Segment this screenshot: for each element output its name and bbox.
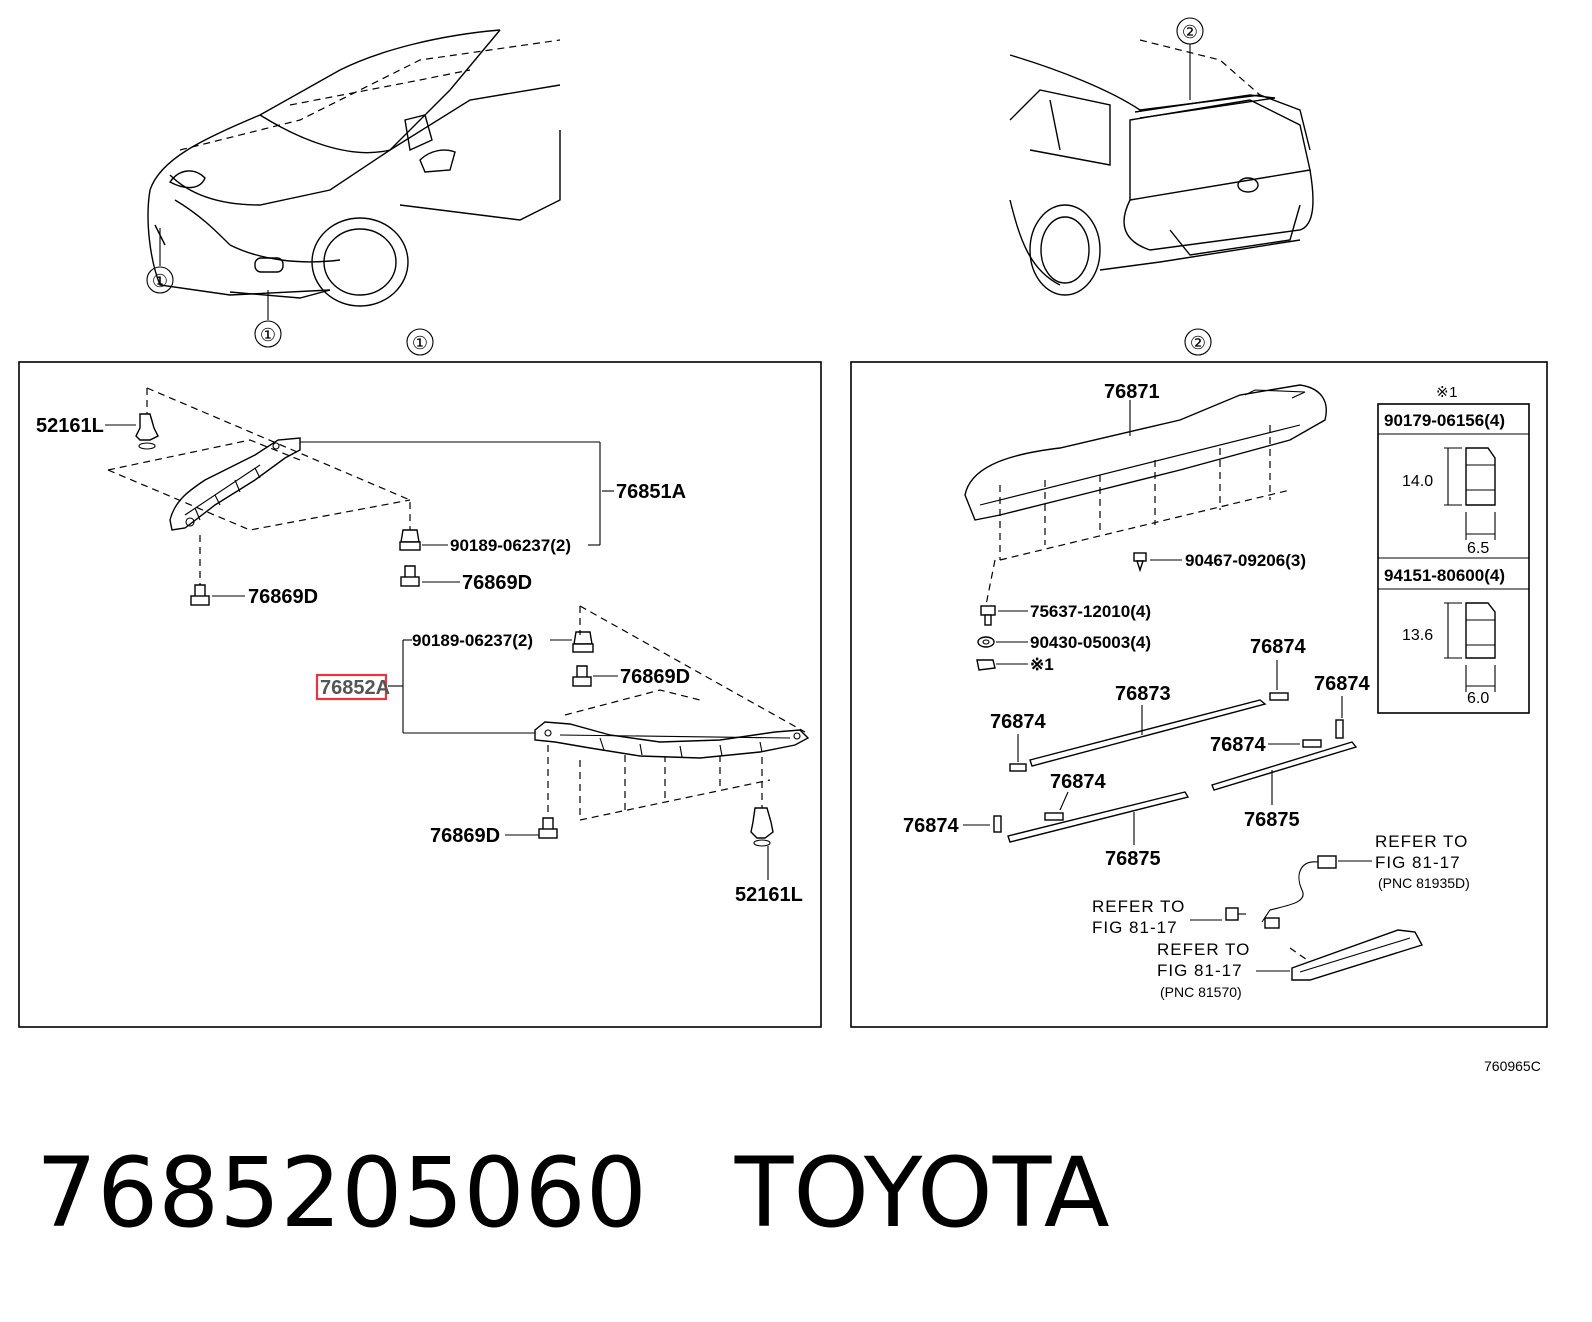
upper-bracket-76851A — [169, 437, 301, 531]
part-caption: 7685205060 TOYOTA — [36, 1138, 1198, 1248]
label-76871: 76871 — [1104, 381, 1160, 403]
callout-1-front-a: ① — [146, 228, 174, 294]
inset-nut2-width: 6.0 — [1467, 690, 1489, 707]
label-76869D-a: 76869D — [248, 586, 318, 608]
front-car-illustration — [147, 29, 561, 307]
label-76874-1: 76874 — [1250, 636, 1306, 658]
spoiler-76871 — [964, 384, 1327, 521]
stud-75637-12010 — [980, 605, 996, 626]
ref-a-line3: (PNC 81935D) — [1378, 875, 1470, 891]
label-75637-12010: 75637-12010(4) — [1030, 602, 1151, 621]
ref-a-line2: FIG 81-17 — [1375, 853, 1461, 872]
screw-76869D-b — [400, 565, 420, 587]
svg-text:②: ② — [1182, 22, 1198, 42]
ref-b-line2: FIG 81-17 — [1092, 918, 1178, 937]
pad-76874-5 — [1044, 812, 1064, 821]
callout-2-rear: ② — [1176, 17, 1204, 100]
molding-76873 — [1029, 699, 1267, 767]
panel-2-frame — [850, 361, 1548, 1028]
screw-90467-09206 — [1133, 552, 1147, 573]
wire-harness — [1261, 855, 1337, 929]
label-76875-right: 76875 — [1244, 809, 1300, 831]
inset-nut1-height: 14.0 — [1402, 473, 1433, 490]
stop-lamp — [1289, 929, 1424, 981]
inset-nut2-part: 94151-80600(4) — [1384, 566, 1505, 585]
label-76874-4: 76874 — [1210, 734, 1266, 756]
inset-mark: ※1 — [1436, 384, 1458, 401]
label-76851A: 76851A — [616, 481, 686, 503]
label-76875-left: 76875 — [1105, 848, 1161, 870]
callout-1-front-b: ① — [254, 290, 282, 348]
figure-code: 760965C — [1484, 1058, 1541, 1074]
pad-76874-3 — [1009, 763, 1027, 772]
nut-90189-06237-b — [572, 631, 594, 653]
lower-bracket-76852A — [534, 721, 810, 759]
label-76869D-d: 76869D — [430, 825, 500, 847]
label-90467-09206: 90467-09206(3) — [1185, 551, 1306, 570]
panel-1-callout: ① — [406, 328, 434, 356]
nut-90189-06237-a — [399, 529, 421, 551]
inset-nut1-drawing — [1444, 447, 1496, 540]
label-90189-06237-a: 90189-06237(2) — [450, 536, 571, 555]
rear-car-illustration — [1009, 39, 1314, 296]
molding-76875-right — [1211, 741, 1358, 791]
inset-nut2-height: 13.6 — [1402, 627, 1433, 644]
label-76869D-c: 76869D — [620, 666, 690, 688]
part-number: 7685205060 — [36, 1137, 647, 1249]
ref-c-line1: REFER TO — [1157, 940, 1250, 959]
clip-52161L-top — [135, 413, 159, 450]
clip-52161L-bottom — [750, 807, 774, 847]
brand-name: TOYOTA — [734, 1137, 1110, 1249]
highlight-76852A: 76852A — [315, 673, 390, 701]
panel-1-frame — [18, 361, 822, 1028]
label-76852A: 76852A — [320, 677, 390, 699]
inset-nut1-part: 90179-06156(4) — [1384, 411, 1505, 430]
label-52161L-bottom: 52161L — [735, 884, 803, 906]
label-90430-05003: 90430-05003(4) — [1030, 633, 1151, 652]
label-90189-06237-b: 90189-06237(2) — [412, 631, 533, 650]
inset-nut2-drawing — [1444, 602, 1496, 692]
ref-c-line2: FIG 81-17 — [1157, 961, 1243, 980]
label-76874-6: 76874 — [903, 815, 959, 837]
nut-mark-1 — [976, 659, 996, 671]
molding-76875-left — [1007, 791, 1190, 843]
label-76874-3: 76874 — [990, 711, 1046, 733]
label-76873: 76873 — [1115, 683, 1171, 705]
ref-c-line3: (PNC 81570) — [1160, 984, 1242, 1000]
bulb-socket — [1225, 907, 1246, 921]
screw-76869D-d — [538, 817, 558, 839]
screw-76869D-a — [190, 584, 210, 606]
svg-text:①: ① — [412, 333, 428, 353]
washer-90430-05003 — [977, 636, 995, 648]
pad-76874-1 — [1269, 692, 1289, 701]
label-76874-2: 76874 — [1314, 673, 1370, 695]
label-52161L-top: 52161L — [36, 415, 104, 437]
svg-text:①: ① — [152, 271, 168, 291]
svg-text:①: ① — [260, 325, 276, 345]
label-76874-5: 76874 — [1050, 771, 1106, 793]
pad-76874-2 — [1335, 719, 1344, 739]
label-76869D-b: 76869D — [462, 572, 532, 594]
screw-76869D-c — [572, 665, 592, 687]
label-nut-mark: ※1 — [1030, 655, 1054, 674]
ref-a-line1: REFER TO — [1375, 832, 1468, 851]
pad-76874-4 — [1302, 739, 1322, 748]
pad-76874-6 — [993, 815, 1002, 833]
svg-text:②: ② — [1190, 333, 1206, 353]
inset-nut1-width: 6.5 — [1467, 540, 1489, 557]
ref-b-line1: REFER TO — [1092, 897, 1185, 916]
panel-2-callout: ② — [1184, 328, 1212, 356]
